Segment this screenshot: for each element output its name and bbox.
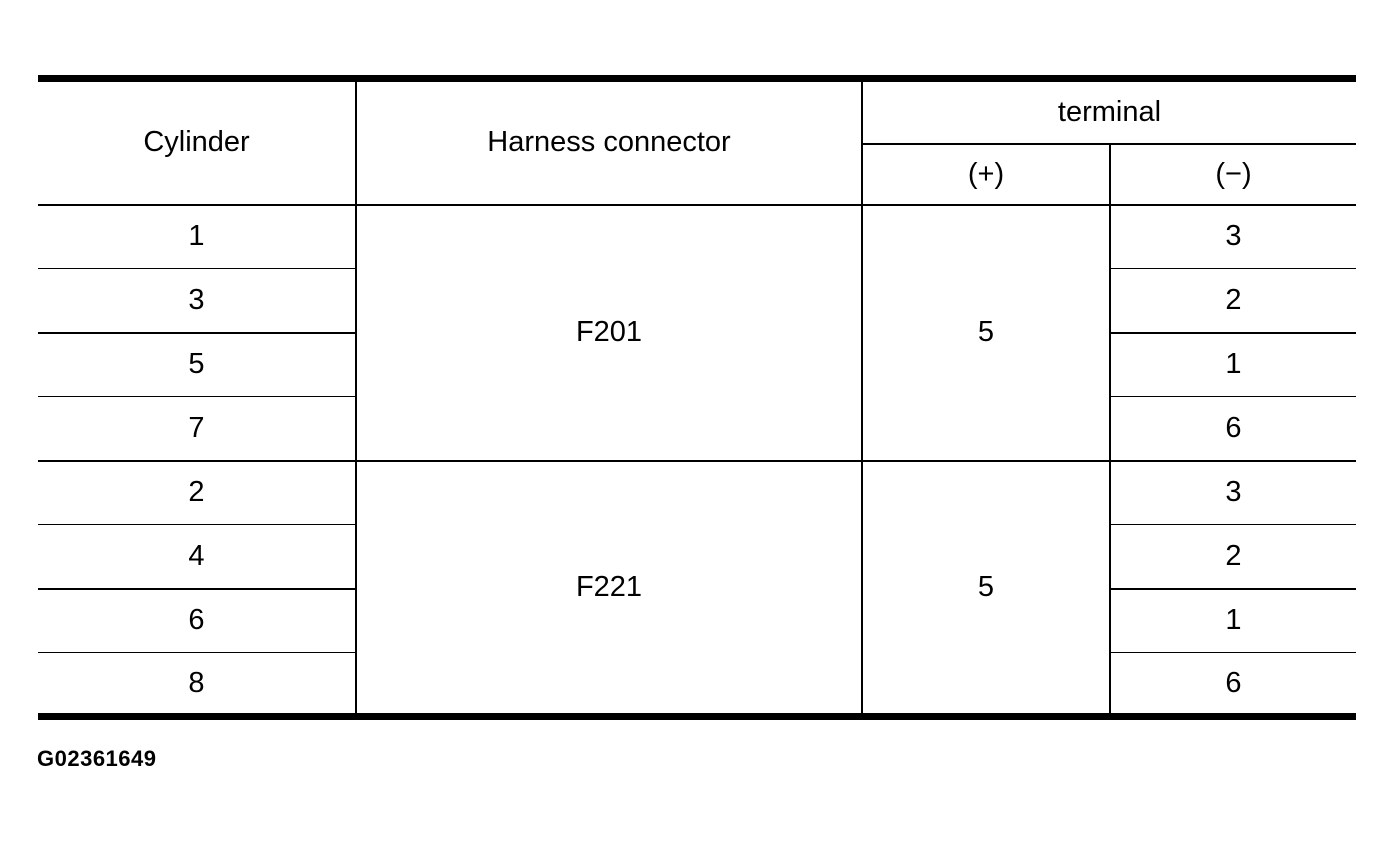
terminal-plus-cell: 5 — [861, 460, 1110, 717]
terminal-minus-cell: 3 — [1109, 204, 1356, 269]
table-row: 2 F221 5 3 — [38, 460, 1356, 717]
terminal-minus-cell: 2 — [1109, 524, 1356, 590]
cylinder-cell: 1 — [38, 204, 356, 269]
table-row: 6 1 — [38, 588, 1356, 653]
table-row: 5 1 — [38, 332, 1356, 397]
cylinder-cell: 4 — [38, 524, 356, 590]
table-row: 1 F201 5 3 — [38, 204, 1356, 462]
terminal-minus-cell: 6 — [1109, 652, 1356, 717]
header-terminal-minus: (−) — [1109, 143, 1356, 206]
table-row: 3 2 — [38, 268, 1356, 334]
header-terminal: terminal — [861, 78, 1356, 145]
figure-id-caption: G02361649 — [37, 746, 157, 771]
cylinder-cell: 2 — [38, 460, 356, 525]
terminal-plus-cell: 5 — [861, 204, 1110, 462]
header-harness-connector: Harness connector — [355, 78, 862, 206]
cylinder-cell: 6 — [38, 588, 356, 653]
terminal-minus-cell: 1 — [1109, 588, 1356, 653]
terminal-minus-cell: 2 — [1109, 268, 1356, 334]
harness-connector-cell: F221 — [355, 460, 862, 717]
harness-connector-cell: F201 — [355, 204, 862, 462]
terminal-minus-cell: 3 — [1109, 460, 1356, 525]
terminal-minus-cell: 1 — [1109, 332, 1356, 397]
terminal-spec-table: Cylinder Harness connector terminal (+) … — [38, 75, 1356, 720]
table-row: 7 6 — [38, 396, 1356, 462]
cylinder-cell: 5 — [38, 332, 356, 397]
table-row: 8 6 — [38, 652, 1356, 717]
cylinder-cell: 3 — [38, 268, 356, 334]
cylinder-cell: 7 — [38, 396, 356, 462]
header-cylinder: Cylinder — [38, 78, 356, 206]
table-row: 4 2 — [38, 524, 1356, 590]
cylinder-cell: 8 — [188, 666, 205, 699]
header-terminal-plus: (+) — [861, 143, 1110, 206]
terminal-minus-cell: 6 — [1109, 396, 1356, 462]
